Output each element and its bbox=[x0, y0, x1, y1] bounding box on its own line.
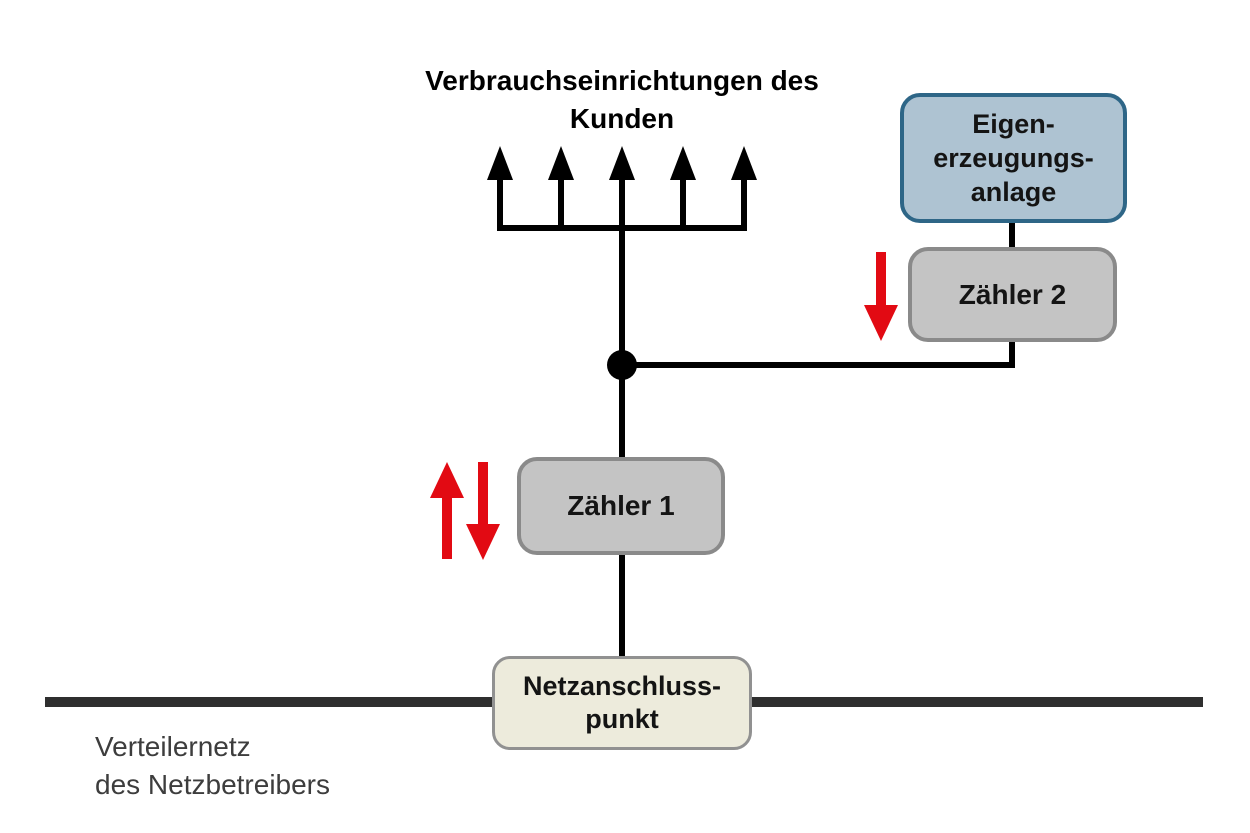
box-netzanschlusspunkt: Netzanschluss- punkt bbox=[492, 656, 752, 750]
box-zaehler2-label: Zähler 2 bbox=[958, 278, 1067, 310]
grid-operator-label-line1: Verteilernetz bbox=[95, 731, 251, 762]
grid-operator-label: Verteilernetz des Netzbetreibers bbox=[95, 728, 495, 804]
consumption-arrows-group bbox=[487, 146, 757, 231]
flow-arrow-head bbox=[864, 305, 898, 341]
box-eigenerzeugungsanlage: Eigen- erzeugungs- anlage bbox=[900, 93, 1127, 223]
flow-arrow-up-zaehler1 bbox=[430, 462, 464, 559]
consumption-arrow-head bbox=[670, 146, 696, 180]
consumption-arrow-head bbox=[731, 146, 757, 180]
box-zaehler2: Zähler 2 bbox=[908, 247, 1117, 342]
box-eigen-label-line2: erzeugungs- bbox=[933, 143, 1094, 173]
flow-arrow-head bbox=[466, 524, 500, 560]
consumption-arrow-head bbox=[487, 146, 513, 180]
box-eigen-label-line3: anlage bbox=[970, 177, 1057, 207]
grid-operator-label-line2: des Netzbetreibers bbox=[95, 769, 331, 800]
flow-arrow-head bbox=[430, 462, 464, 498]
flow-arrow-stem bbox=[442, 495, 452, 559]
flow-arrow-down-zaehler2 bbox=[864, 252, 898, 341]
flow-arrow-stem bbox=[478, 462, 488, 526]
diagram-title: Verbrauchseinrichtungen des Kunden bbox=[372, 62, 872, 138]
diagram-title-line1: Verbrauchseinrichtungen bbox=[425, 65, 763, 96]
flow-arrow-down-zaehler1 bbox=[466, 462, 500, 560]
box-netz-label-line2: punkt bbox=[585, 704, 659, 734]
flow-arrow-stem bbox=[876, 252, 886, 308]
consumption-arrow-head bbox=[548, 146, 574, 180]
box-zaehler1: Zähler 1 bbox=[517, 457, 725, 555]
box-zaehler1-label: Zähler 1 bbox=[567, 490, 675, 521]
box-netz-label-line1: Netzanschluss- bbox=[522, 671, 722, 701]
generation-branch-line bbox=[622, 339, 1015, 368]
diagram-title-line2: des Kunden bbox=[569, 65, 819, 134]
box-eigen-label-line1: Eigen- bbox=[972, 109, 1055, 139]
consumption-arrow-head bbox=[609, 146, 635, 180]
